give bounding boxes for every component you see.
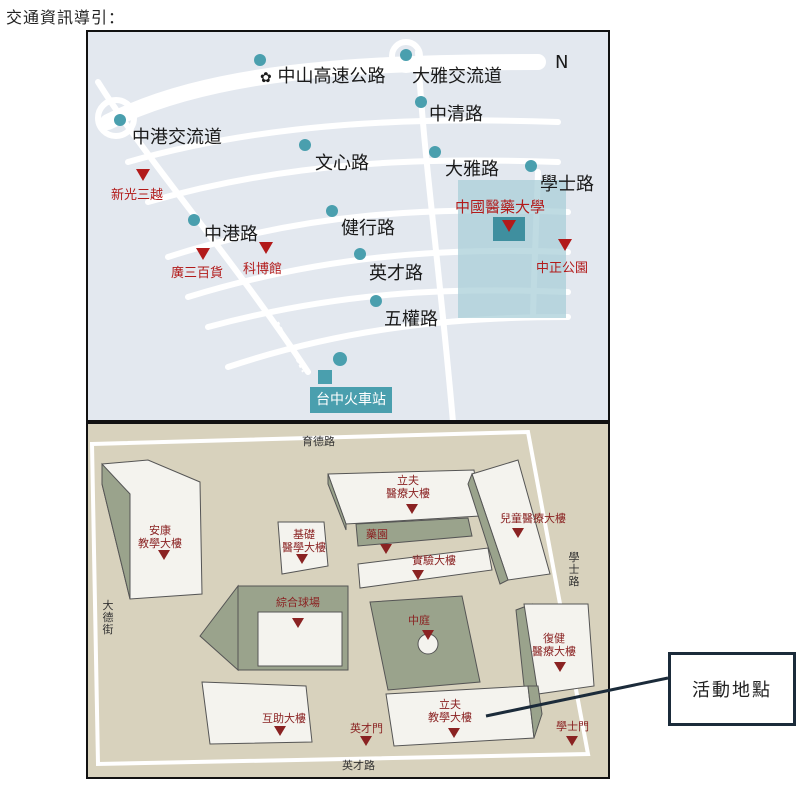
zhonggang-interchange-ring xyxy=(95,97,137,139)
campus-drawing xyxy=(89,429,595,767)
building-jichu xyxy=(277,521,329,575)
marker-yingcai-gate xyxy=(360,736,372,746)
highway-icon: ✿ xyxy=(260,70,272,86)
building-children-side xyxy=(467,472,509,585)
marker-lifu-teach xyxy=(448,728,460,738)
marker-yaoyuan xyxy=(380,544,392,554)
road-dot xyxy=(525,160,537,172)
road-label-wenxin: 文心路 xyxy=(315,153,369,174)
curved-road-1 xyxy=(125,117,561,165)
road-dot xyxy=(299,139,311,151)
road-dot xyxy=(326,205,338,217)
road-dot xyxy=(354,248,366,260)
marker-cmu xyxy=(502,220,516,232)
street-dade: 大德街 xyxy=(102,599,114,636)
daya-vertical xyxy=(415,49,456,420)
road-network xyxy=(95,39,572,420)
road-dot xyxy=(400,49,412,61)
marker-shin-kong xyxy=(136,169,150,181)
label-zhongting: 中庭 xyxy=(408,614,430,627)
marker-huzhu xyxy=(274,726,286,736)
marker-park xyxy=(558,239,572,251)
callout-text: 活動地點 xyxy=(692,680,772,701)
label-yingcai-gate: 英才門 xyxy=(350,722,383,735)
road-dot xyxy=(370,295,382,307)
station-dot xyxy=(333,352,347,366)
marker-court xyxy=(292,618,304,628)
street-xueshi: 學士路 xyxy=(568,551,580,588)
marker-ankang xyxy=(158,550,170,560)
road-dot xyxy=(254,54,266,66)
street-yingcai: 英才路 xyxy=(342,759,375,772)
curved-road-2 xyxy=(145,157,561,205)
road-label-yingcai: 英才路 xyxy=(369,263,423,284)
event-location-callout: 活動地點 xyxy=(668,652,796,726)
marker-children xyxy=(512,528,524,538)
landmark-shin-kong: 新光三越 xyxy=(111,188,164,203)
building-shiyan xyxy=(357,547,493,589)
campus-perimeter-road xyxy=(89,429,591,767)
road-label-daya-interchange: 大雅交流道 xyxy=(412,66,502,87)
road-dot xyxy=(114,114,126,126)
marker-jichu xyxy=(296,554,308,564)
marker-shiyan xyxy=(412,570,424,580)
label-yaoyuan: 藥園 xyxy=(366,528,388,541)
marker-xueshi-gate xyxy=(566,736,578,746)
campus-map: 育德路 學士路 大德街 英才路 安康 教學大樓 基礎 醫學大樓 立夫 醫療大樓 … xyxy=(86,422,610,779)
landmark-guangsan: 廣三百貨 xyxy=(171,266,224,281)
road-dot xyxy=(188,214,200,226)
building-yaoyuan-garden xyxy=(355,517,473,547)
label-fujian: 復健 醫療大樓 xyxy=(532,632,576,658)
road-label-zhongshan: ✿ 中山高速公路 xyxy=(260,66,386,87)
north-indicator: N xyxy=(555,52,569,73)
label-lifu-med: 立夫 醫療大樓 xyxy=(386,474,430,500)
landmark-museum: 科博館 xyxy=(243,262,283,277)
page-heading: 交通資訊導引： xyxy=(6,8,126,27)
road-label-xueshi: 學士路 xyxy=(540,174,594,195)
road-label-zhonggang-interchange: 中港交流道 xyxy=(132,127,222,148)
building-ankang-side xyxy=(101,462,131,600)
label-ankang: 安康 教學大樓 xyxy=(138,524,182,550)
marker-guangsan xyxy=(196,248,210,260)
road-dot xyxy=(429,146,441,158)
label-huzhu: 互助大樓 xyxy=(262,712,306,725)
landmark-zhongzheng-park: 中正公園 xyxy=(536,261,589,276)
landmark-taichung-station: 台中火車站 xyxy=(310,387,392,413)
marker-fujian xyxy=(554,662,566,672)
road-label-wuquan: 五權路 xyxy=(384,309,438,330)
landmark-cmu: 中國醫藥大學 xyxy=(455,198,546,216)
label-lifu-teach: 立夫 教學大樓 xyxy=(428,698,472,724)
road-label-jianxing: 健行路 xyxy=(341,218,395,239)
label-court: 綜合球場 xyxy=(276,596,320,609)
label-children: 兒童醫療大樓 xyxy=(500,512,566,525)
marker-zhongting xyxy=(422,630,434,640)
building-lifu-med-side xyxy=(327,473,347,531)
marker-lifu-med xyxy=(406,504,418,514)
road-dot xyxy=(415,96,427,108)
road-label-daya: 大雅路 xyxy=(445,159,499,180)
station-icon xyxy=(318,370,332,384)
label-xueshi-gate: 學士門 xyxy=(556,720,589,733)
road-label-zhonggang: 中港路 xyxy=(204,224,258,245)
street-yude: 育德路 xyxy=(302,435,335,448)
label-shiyan: 實驗大樓 xyxy=(412,554,456,567)
building-court-slope xyxy=(199,584,239,672)
highway-road xyxy=(100,54,546,130)
cmu-area xyxy=(458,180,566,318)
label-jichu: 基礎 醫學大樓 xyxy=(282,528,326,554)
marker-museum xyxy=(259,242,273,254)
road-label-zhongqing: 中清路 xyxy=(429,104,483,125)
city-map: N ✿ 中山高速公路 大雅交流道 中清路 中港交流道 文心路 大雅路 學士路 中… xyxy=(86,30,610,422)
